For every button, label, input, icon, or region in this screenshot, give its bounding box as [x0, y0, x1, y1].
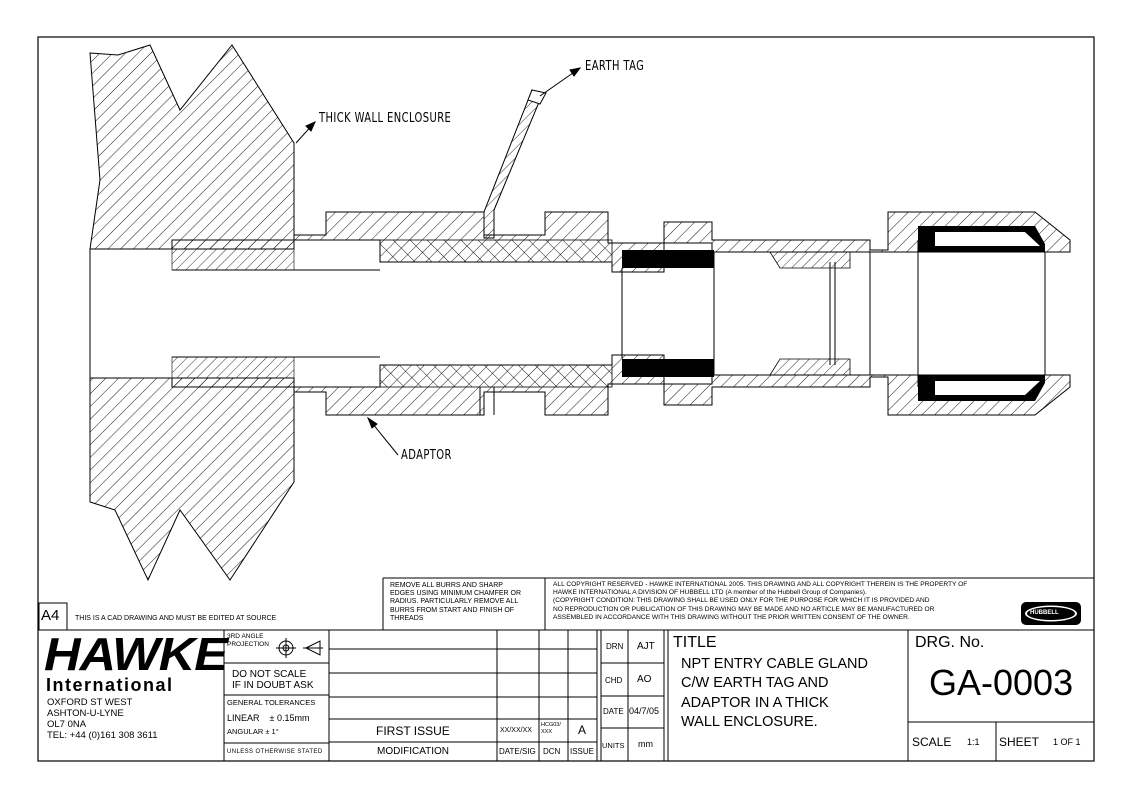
unless-note: UNLESS OTHERWISE STATED: [227, 749, 323, 755]
hubbell-logo-text: HUBBELL: [1030, 610, 1059, 616]
tolerances-title: GENERAL TOLERANCES: [227, 698, 316, 707]
header-date: DATE/SIG: [499, 747, 536, 756]
do-not-scale-note: DO NOT SCALE IF IN DOUBT ASK: [232, 669, 314, 691]
header-modification: MODIFICATION: [377, 746, 450, 757]
scale-label: SCALE: [912, 735, 952, 749]
title-block-grid: [38, 577, 1094, 761]
callout-thick-wall: THICK WALL ENCLOSURE: [319, 111, 452, 126]
revision-dcn: HCG03/ XXX: [541, 722, 561, 735]
cad-note: THIS IS A CAD DRAWING AND MUST BE EDITED…: [75, 615, 277, 622]
sheet-border: [37, 36, 1095, 762]
sheet-value: 1 OF 1: [1053, 737, 1081, 747]
hawke-logo-sub: International: [46, 675, 174, 695]
units-label: UNITS: [602, 741, 625, 750]
header-dcn: DCN: [543, 747, 561, 756]
sheet-size-label: A4: [41, 607, 60, 624]
sheet-label: SHEET: [999, 735, 1040, 749]
chd-value: AO: [637, 674, 652, 685]
drn-label: DRN: [606, 642, 624, 651]
burrs-note: REMOVE ALL BURRS AND SHARP EDGES USING M…: [390, 582, 522, 622]
chd-label: CHD: [605, 676, 623, 685]
projection-label: 3RD ANGLE PROJECTION: [227, 633, 269, 648]
copyright-note: ALL COPYRIGHT RESERVED - HAWKE INTERNATI…: [553, 581, 968, 621]
cable-gland-body: [621, 211, 1071, 416]
drn-value: AJT: [637, 641, 655, 652]
scale-value: 1:1: [967, 737, 980, 747]
units-value: mm: [638, 739, 653, 749]
revision-date: XX/XX/XX: [500, 727, 532, 734]
title-label: TITLE: [673, 634, 717, 651]
thick-wall-enclosure: [89, 44, 295, 582]
adaptor-section: [90, 211, 665, 416]
hawke-logo: HAWKE: [44, 628, 228, 680]
drawing-title: NPT ENTRY CABLE GLAND C/W EARTH TAG AND …: [681, 656, 868, 730]
callout-adaptor: ADAPTOR: [401, 448, 452, 463]
hubbell-logo: [1021, 602, 1081, 625]
revision-issue: A: [578, 723, 587, 737]
company-address: OXFORD ST WEST ASHTON-U-LYNE OL7 0NA TEL…: [47, 697, 158, 741]
drg-no-label: DRG. No.: [915, 634, 985, 651]
callout-earth-tag: EARTH TAG: [585, 59, 645, 74]
header-issue: ISSUE: [570, 747, 595, 756]
date-value: 04/7/05: [629, 706, 660, 716]
date-label: DATE: [603, 707, 624, 716]
revision-modification: FIRST ISSUE: [376, 724, 450, 738]
drawing-number: GA-0003: [929, 662, 1074, 703]
earth-tag: [483, 89, 547, 239]
inner-seal-bottom: [622, 359, 714, 377]
callout-leaders: [295, 67, 582, 456]
third-angle-projection-symbol: [276, 638, 323, 658]
linear-tolerance: LINEAR ± 0.15mm: [227, 713, 310, 723]
inner-seal-top: [622, 250, 714, 268]
angular-tolerance: ANGULAR ± 1°: [227, 727, 279, 736]
